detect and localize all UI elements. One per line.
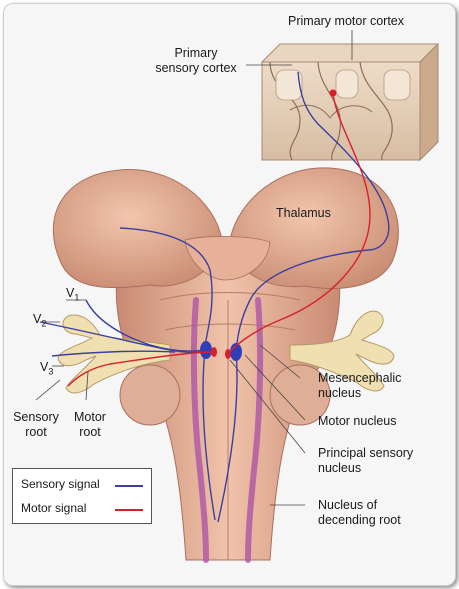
label-v2-letter: V [33, 312, 42, 326]
label-mesencephalic-line1: Mesencephalic [318, 371, 402, 385]
label-thalamus: Thalamus [276, 206, 331, 220]
label-descending-line1: Nucleus of [318, 498, 378, 512]
label-nucleus-of-descending-root: Nucleus of decending root [318, 498, 401, 528]
legend-motor-swatch [115, 509, 143, 511]
trigeminal-nerve-right [289, 310, 395, 392]
legend-sensory-swatch [115, 485, 143, 487]
label-v3-sub: 3 [48, 366, 54, 377]
label-v2-sub: 2 [41, 318, 47, 329]
label-sensory-root-line2: root [25, 425, 47, 439]
motor-neuron-cell-body [329, 89, 337, 97]
legend-sensory-label: Sensory signal [21, 477, 100, 491]
legend-motor-label: Motor signal [21, 501, 87, 515]
label-motor-root-line1: Motor [74, 410, 106, 424]
label-mesencephalic-nucleus: Mesencephalic nucleus [318, 371, 401, 401]
label-primary-sensory-cortex-line1: Primary [174, 46, 218, 60]
label-descending-line2: decending root [318, 513, 401, 527]
label-primary-sensory-cortex: Primary sensory cortex [148, 46, 244, 76]
trigeminal-nuclei [190, 297, 264, 563]
label-motor-root-line2: root [79, 425, 101, 439]
label-v1-sub: 1 [74, 292, 80, 303]
label-mesencephalic-line2: nucleus [318, 386, 362, 400]
leader-lines [35, 30, 353, 506]
label-v3: V3 [40, 360, 53, 380]
label-primary-sensory-cortex-line2: sensory cortex [155, 61, 237, 75]
cortex-block [260, 42, 440, 162]
trigeminal-nerve-left [57, 314, 171, 394]
label-v1: V1 [66, 286, 79, 306]
thalamus [52, 167, 399, 289]
label-principal-line2: nucleus [318, 461, 362, 475]
label-primary-motor-cortex: Primary motor cortex [288, 14, 404, 28]
label-sensory-root-line1: Sensory [13, 410, 59, 424]
label-principal-line1: Principal sensory [318, 446, 414, 460]
label-v1-letter: V [66, 286, 75, 300]
label-v2: V2 [33, 312, 46, 332]
label-motor-root: Motor root [66, 410, 114, 440]
motor-pathway-lines [67, 93, 371, 387]
label-motor-nucleus: Motor nucleus [318, 414, 397, 428]
label-principal-sensory-nucleus: Principal sensory nucleus [318, 446, 413, 476]
label-v3-letter: V [40, 360, 49, 374]
label-sensory-root: Sensory root [8, 410, 64, 440]
legend: Sensory signal Motor signal [12, 468, 152, 524]
